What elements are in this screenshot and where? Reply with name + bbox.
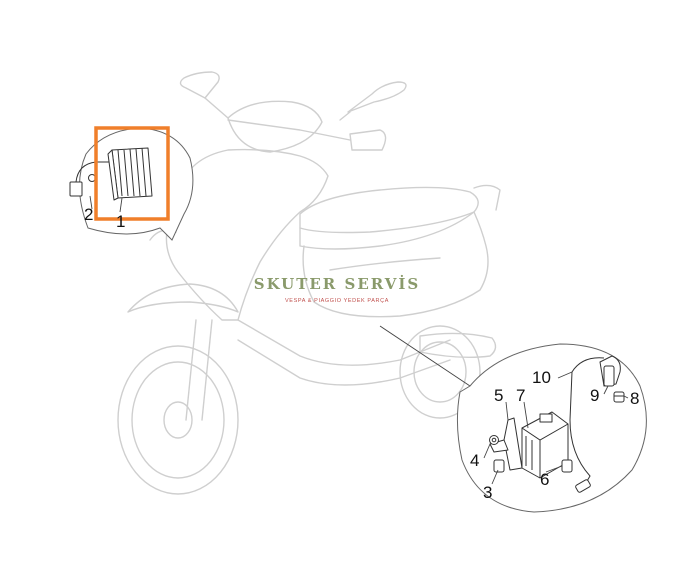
callout-pointer-right	[379, 325, 471, 387]
part-label-7: 7	[516, 386, 525, 405]
part-label-2: 2	[84, 205, 93, 224]
spark-plug-cap[interactable]	[599, 355, 621, 387]
watermark-subtitle: VESPA & PIAGGIO YEDEK PARÇA	[285, 298, 389, 304]
part-label-8: 8	[630, 389, 639, 408]
cap-nut[interactable]	[613, 391, 625, 403]
nut[interactable]	[489, 435, 499, 445]
scooter-outline	[117, 71, 501, 495]
part-label-10: 10	[532, 368, 551, 387]
screw[interactable]	[493, 459, 505, 473]
voltage-regulator[interactable]	[69, 147, 153, 201]
part-label-9: 9	[590, 386, 599, 405]
part-label-4: 4	[470, 451, 479, 470]
bolt[interactable]	[561, 459, 573, 473]
watermark-title: SKUTER SERVİS	[254, 274, 420, 293]
part-label-5: 5	[494, 386, 503, 405]
part-label-6: 6	[540, 470, 549, 489]
hv-cable[interactable]	[569, 357, 605, 493]
part-label-1: 1	[116, 212, 125, 231]
part-highlight-box	[94, 126, 170, 221]
part-label-3: 3	[483, 483, 492, 502]
